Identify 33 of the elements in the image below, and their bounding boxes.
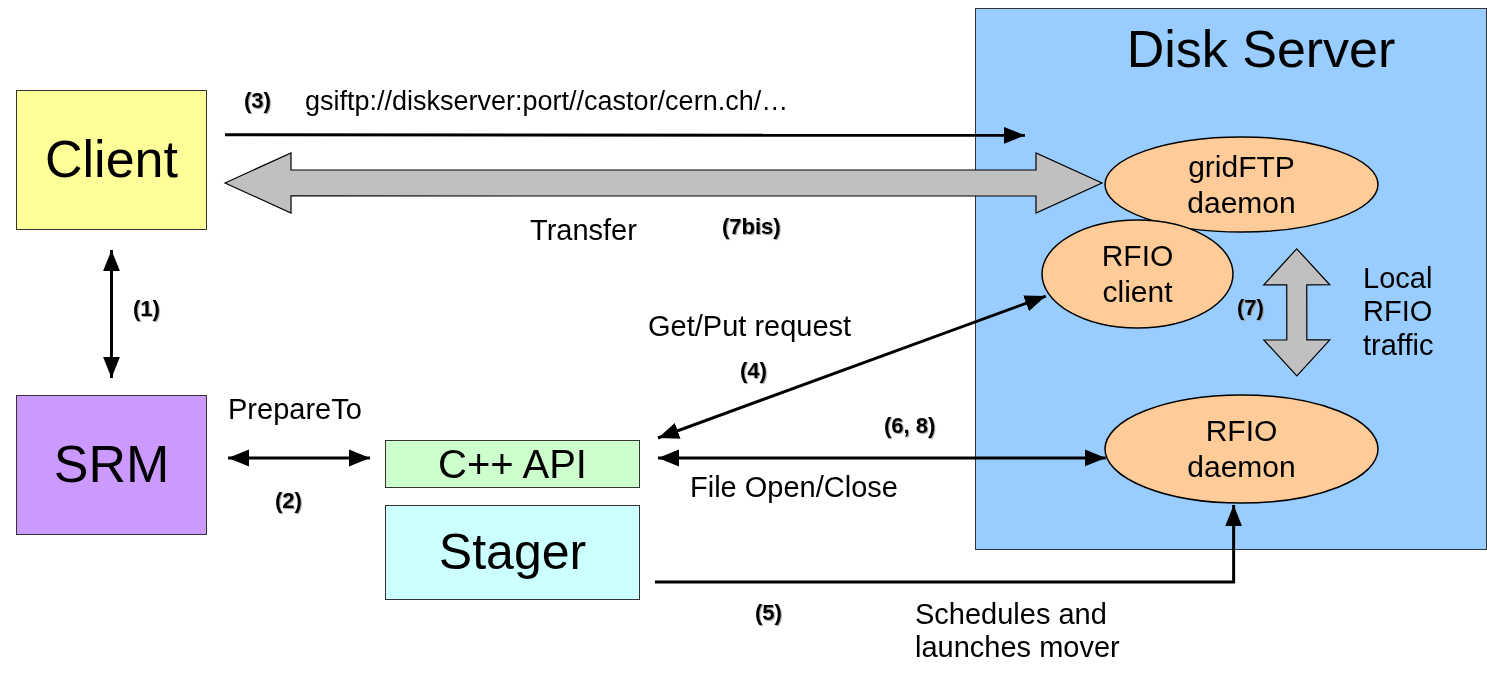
step-number: (5) bbox=[755, 600, 782, 626]
step-number: (6, 8) bbox=[884, 413, 936, 439]
node-label: gridFTP daemon bbox=[1186, 148, 1297, 221]
step-number: (3) bbox=[244, 88, 271, 114]
node-label: RFIO daemon bbox=[1186, 413, 1297, 485]
node-label: RFIO client bbox=[1100, 238, 1175, 310]
block-arrow bbox=[223, 152, 1104, 214]
process-box bbox=[385, 440, 640, 488]
node-label: SRM bbox=[53, 436, 170, 494]
arrow bbox=[225, 126, 1025, 144]
edge-label: Local RFIO traffic bbox=[1363, 262, 1435, 363]
server-panel bbox=[975, 8, 1487, 550]
node-label: Client bbox=[45, 131, 178, 189]
node-label: C++ API bbox=[438, 442, 587, 486]
process-box bbox=[385, 505, 640, 600]
panel-heading: Disk Server bbox=[1126, 21, 1396, 79]
node-label: Stager bbox=[438, 525, 587, 580]
step-number: (7) bbox=[1237, 295, 1264, 321]
arrow bbox=[657, 294, 1047, 440]
arrow bbox=[103, 250, 120, 378]
step-number: (1) bbox=[133, 296, 160, 322]
process-ellipse bbox=[1041, 219, 1234, 329]
arrow bbox=[658, 449, 1106, 467]
block-arrow bbox=[1262, 247, 1332, 377]
step-number: (4) bbox=[740, 358, 767, 384]
arrow bbox=[655, 505, 1243, 584]
process-ellipse bbox=[1104, 394, 1379, 504]
process-box bbox=[16, 90, 207, 230]
arrow bbox=[228, 449, 370, 467]
process-box bbox=[16, 395, 207, 535]
step-number: (2) bbox=[275, 488, 302, 514]
process-ellipse bbox=[1104, 136, 1379, 233]
step-number: (7bis) bbox=[722, 214, 781, 240]
